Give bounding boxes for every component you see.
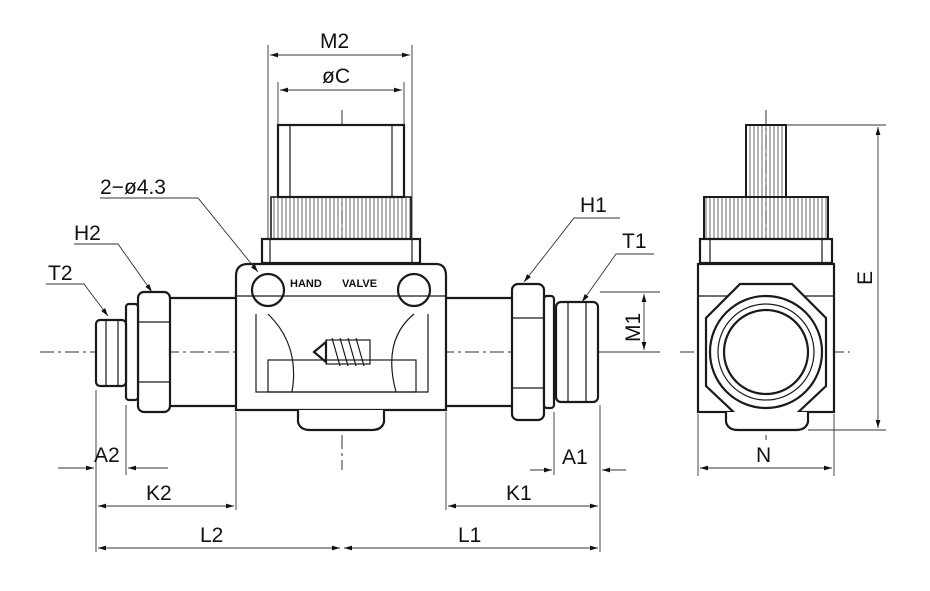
dim-phi-c: øC [277, 65, 405, 125]
n-label: N [756, 444, 771, 467]
k1-label: K1 [506, 482, 532, 505]
leader-t2: T2 [46, 262, 109, 317]
phi-c-label: øC [322, 65, 350, 88]
l2-label: L2 [200, 524, 223, 547]
dim-k2: K2 [98, 482, 234, 509]
dim-m2: M2 [267, 30, 413, 240]
right-fitting [554, 300, 600, 404]
handle-knob [260, 123, 422, 265]
extension-lines-bottom [95, 390, 601, 552]
right-tube [446, 296, 512, 408]
left-fitting [94, 318, 128, 388]
hand-text: HAND [290, 278, 322, 290]
right-nut [510, 282, 556, 422]
e-label: E [854, 271, 877, 285]
a1-label: A1 [562, 446, 588, 469]
l1-label: L1 [458, 524, 481, 547]
dim-l1: L1 [344, 524, 598, 551]
leader-h2: H2 [74, 222, 153, 293]
front-view: HAND VALVE [40, 30, 660, 552]
dim-e: E [786, 124, 886, 431]
dim-l2: L2 [98, 524, 340, 551]
left-tube [170, 296, 236, 408]
mounting-hole-right [396, 272, 432, 308]
m2-label: M2 [320, 30, 349, 53]
spring-stem [312, 337, 371, 367]
dim-n: N [697, 414, 835, 476]
dim-k1: K1 [448, 482, 598, 509]
side-view: E N [680, 110, 886, 476]
leader-t1: T1 [581, 230, 654, 303]
mounting-hole-left [250, 272, 286, 308]
leader-h1: H1 [523, 194, 620, 283]
t2-label: T2 [48, 262, 73, 285]
dim-a2: A2 [58, 444, 168, 471]
m1-label: M1 [622, 313, 645, 342]
left-nut [124, 290, 172, 414]
hole-label: 2−ø4.3 [100, 176, 166, 199]
dim-m1: M1 [600, 291, 660, 353]
k2-label: K2 [146, 482, 172, 505]
t1-label: T1 [622, 230, 647, 253]
h1-label: H1 [580, 194, 607, 217]
valve-body [234, 262, 448, 432]
leader-hole: 2−ø4.3 [100, 176, 259, 273]
dim-a1: A1 [530, 446, 626, 473]
a2-label: A2 [94, 444, 120, 467]
valve-text: VALVE [342, 278, 377, 290]
hand-valve-plate: HAND VALVE [290, 278, 377, 290]
h2-label: H2 [74, 222, 101, 245]
